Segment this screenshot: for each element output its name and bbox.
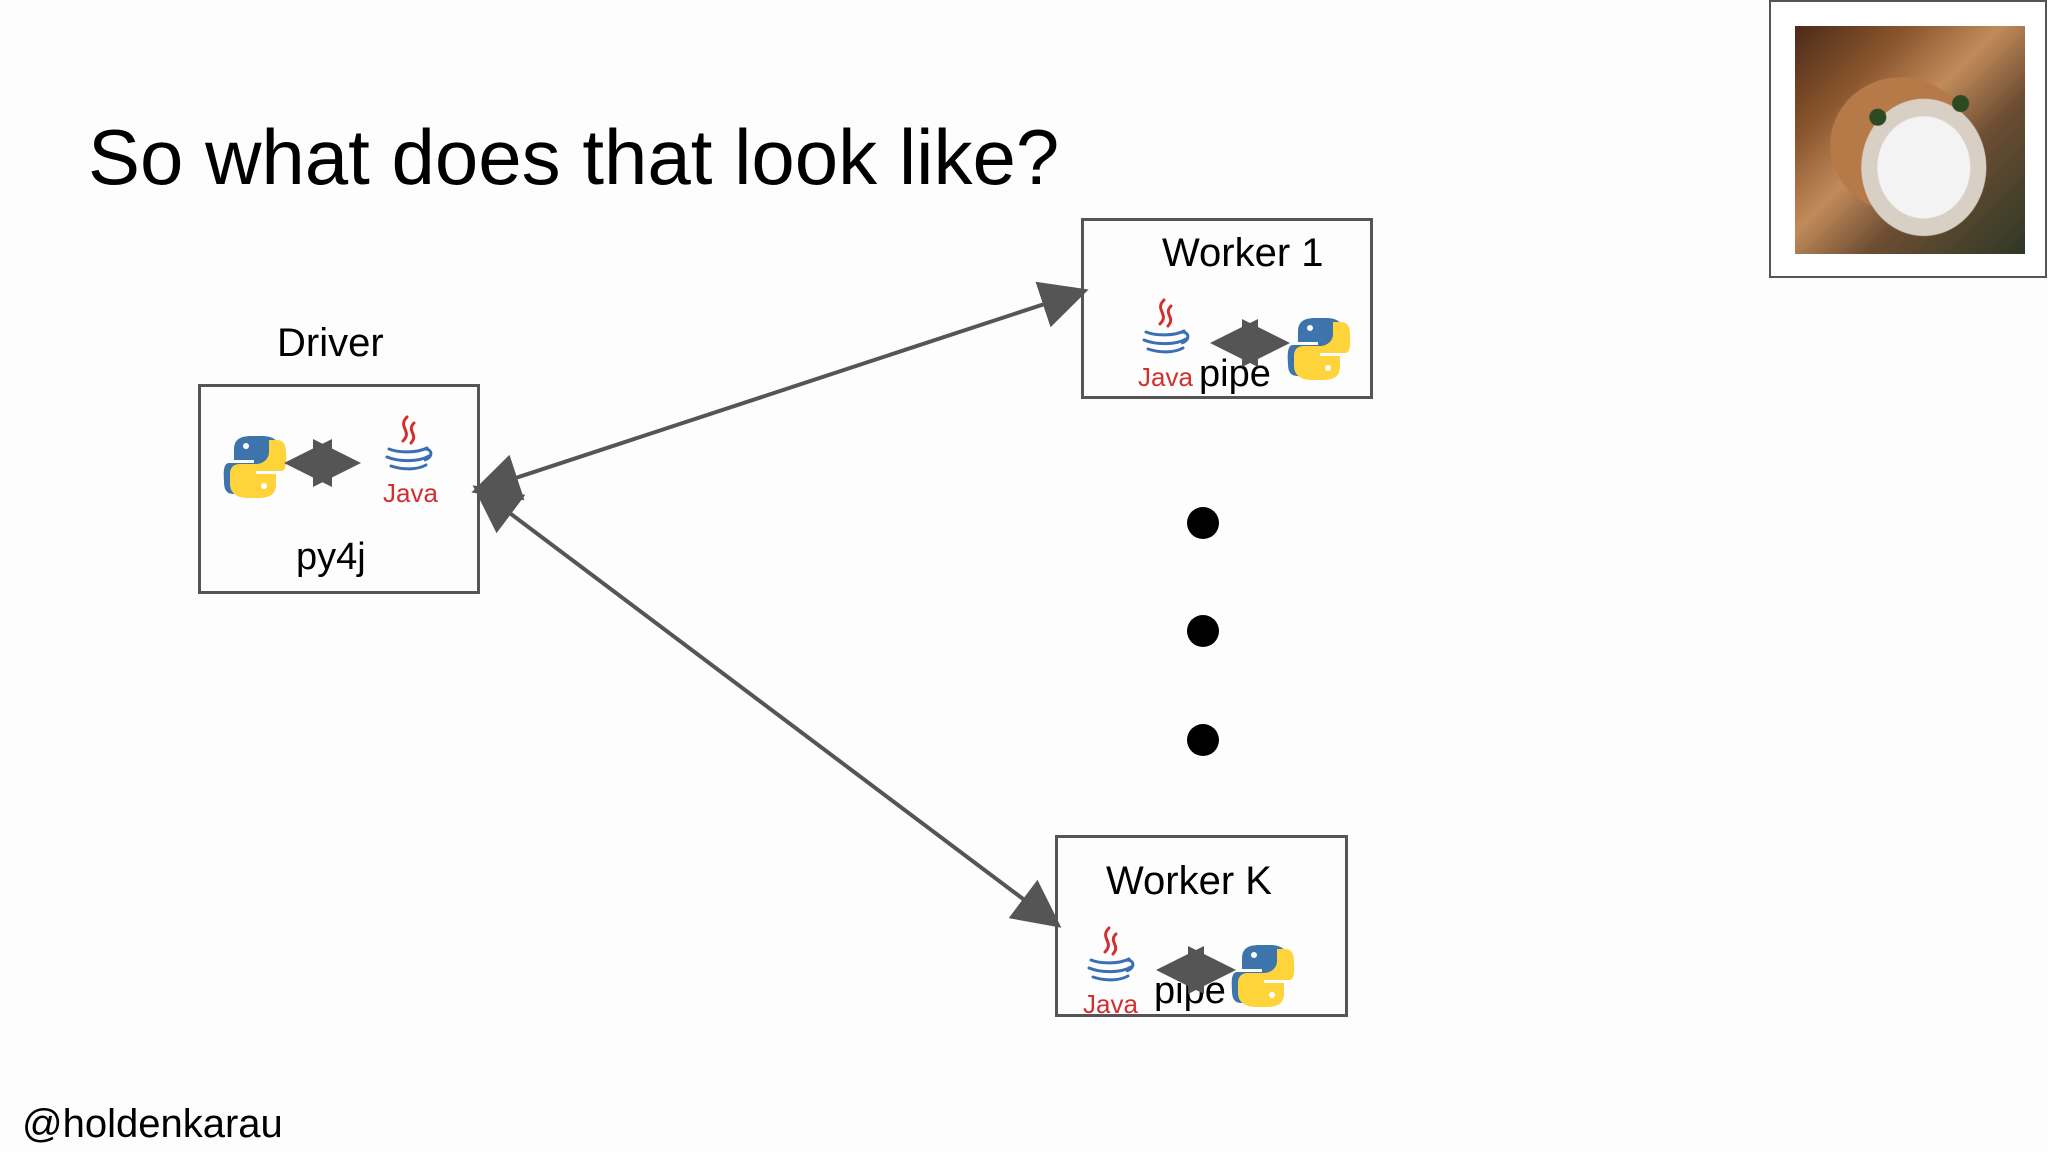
driver-worker-k-arrow: [472, 485, 1062, 928]
python-icon: [1231, 945, 1295, 1007]
java-icon: Java: [383, 415, 438, 508]
python-icon: [223, 436, 287, 498]
worker-k-internal-icons: Java: [1083, 926, 1295, 1019]
speaker-cat-photo: [1769, 0, 2047, 278]
worker-1-label: Worker 1: [1162, 231, 1324, 275]
cat-image: [1795, 26, 2025, 254]
java-icon-text: Java: [383, 478, 438, 508]
worker-k-label: Worker K: [1106, 859, 1272, 903]
driver-internal-icons: Java: [223, 415, 438, 508]
driver-label: Driver: [277, 321, 384, 365]
ellipsis-dot: [1187, 724, 1219, 756]
twitter-handle: @holdenkarau: [22, 1102, 283, 1146]
java-icon: Java: [1083, 926, 1138, 1019]
ellipsis-dot: [1187, 507, 1219, 539]
java-icon-text: Java: [1138, 362, 1193, 392]
slide-title: So what does that look like?: [88, 113, 1060, 201]
ellipsis-dot: [1187, 615, 1219, 647]
java-icon-text: Java: [1083, 989, 1138, 1019]
python-icon: [1287, 318, 1351, 380]
py4j-label: py4j: [296, 536, 366, 578]
java-icon: Java: [1138, 298, 1193, 392]
driver-worker-1-arrow: [471, 281, 1089, 501]
worker-1-internal-icons: Java: [1138, 298, 1351, 392]
connectors: [471, 281, 1089, 928]
